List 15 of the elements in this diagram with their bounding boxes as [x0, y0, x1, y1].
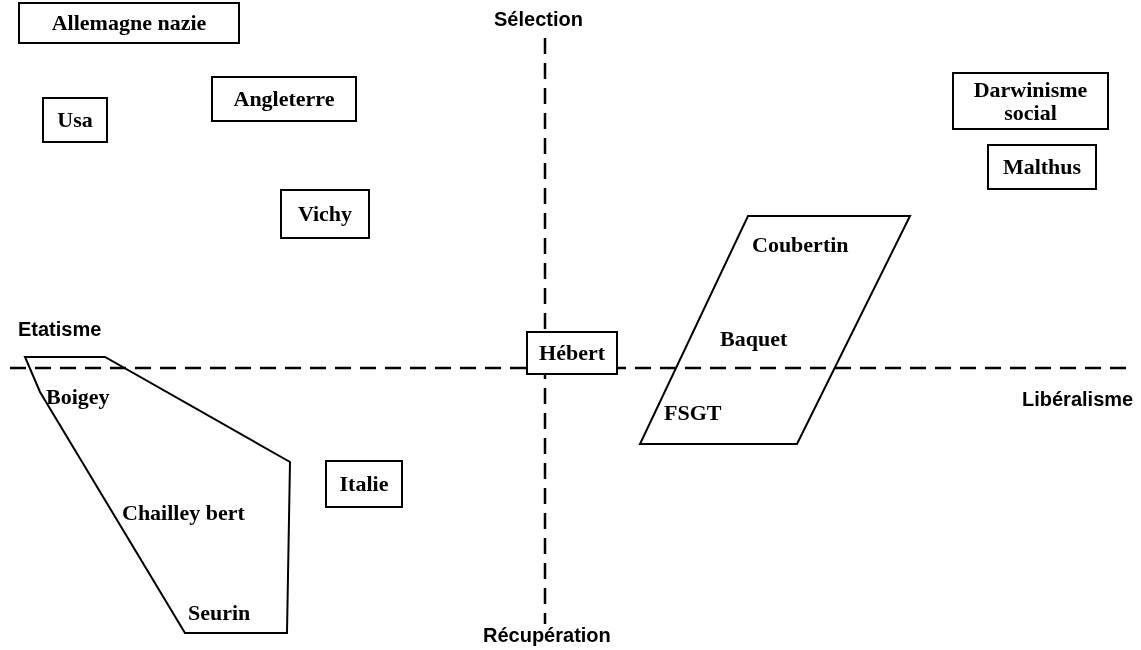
label-box: Hébert [526, 331, 618, 375]
axis-label: Récupération [483, 624, 611, 647]
group-member-label: Boigey [46, 384, 110, 410]
label-box: Vichy [280, 189, 370, 239]
group-member-label: FSGT [664, 400, 722, 426]
group-member-label: Baquet [720, 326, 788, 352]
label-box: Allemagne nazie [18, 2, 240, 44]
group-member-label: Chailley bert [122, 500, 245, 526]
label-box: Darwinisme social [952, 72, 1109, 130]
label-box: Angleterre [211, 76, 357, 122]
label-box: Malthus [987, 144, 1097, 190]
label-box: Italie [325, 460, 403, 508]
group-member-label: Seurin [188, 600, 251, 626]
group-member-label: Coubertin [752, 232, 849, 258]
label-box: Usa [42, 97, 108, 143]
